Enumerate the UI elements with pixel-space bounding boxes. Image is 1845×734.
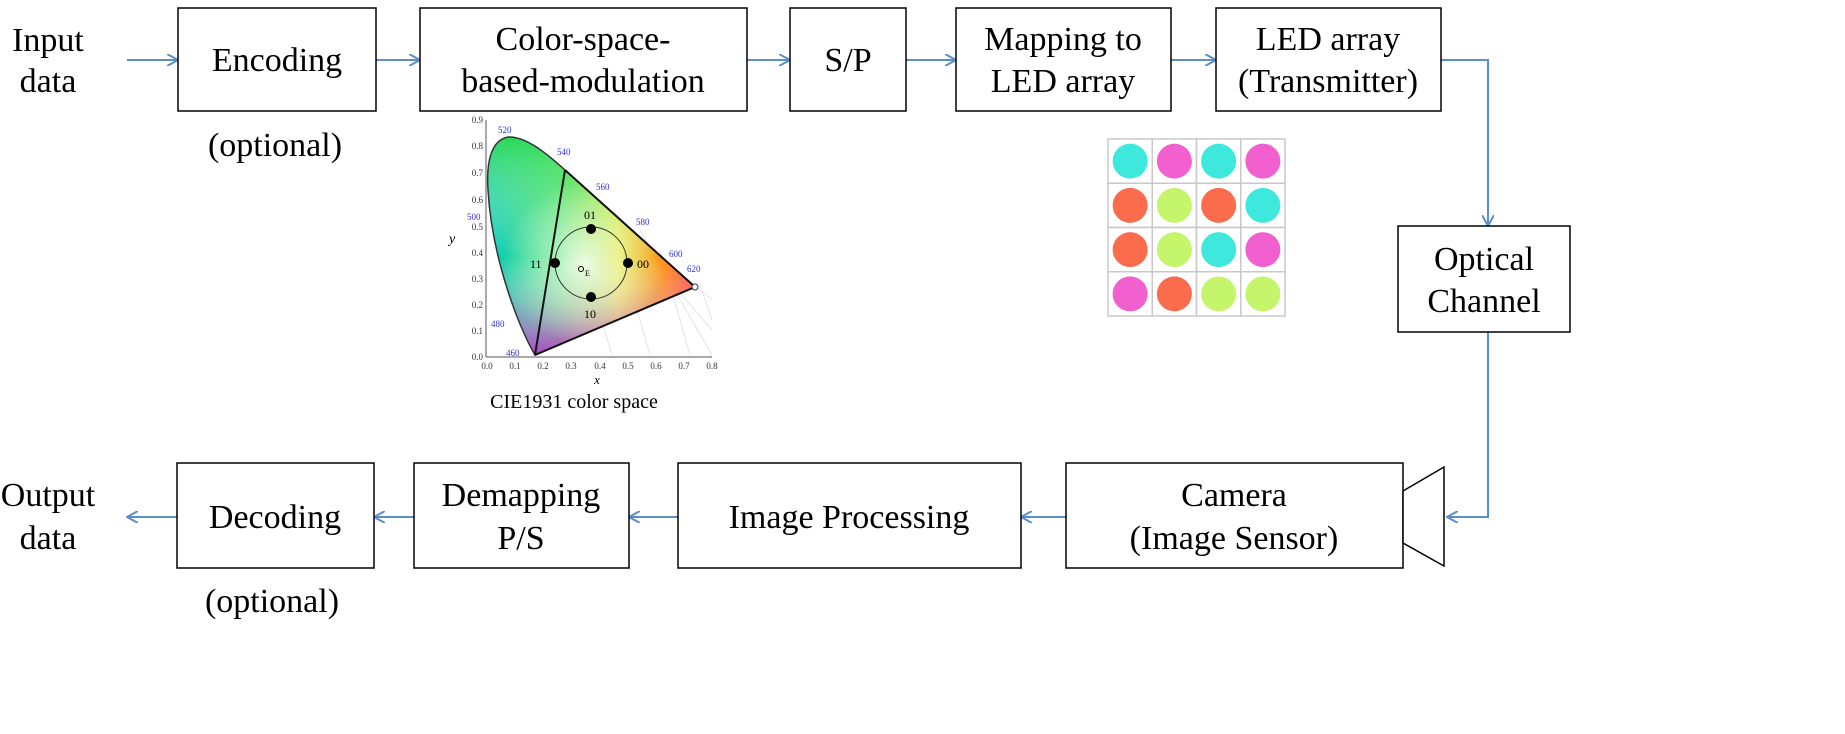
output-label-line2: data — [20, 520, 77, 557]
symbol-01: 01 — [584, 208, 596, 222]
y-tick-5: 0.5 — [472, 222, 484, 232]
cie-diagram: 0.0 0.1 0.2 0.3 0.4 0.5 0.6 0.7 0.8 0.9 … — [447, 115, 718, 413]
demap-box — [413, 462, 630, 569]
optional-top-label: (optional) — [208, 127, 342, 164]
led-lime — [1156, 187, 1192, 223]
input-label-line2: data — [20, 63, 77, 100]
led-orange — [1201, 187, 1237, 223]
y-tick-3: 0.3 — [472, 274, 484, 284]
x-tick-0: 0.0 — [481, 361, 493, 371]
wavelength-540: 540 — [557, 147, 571, 157]
cie-xlabel: x — [593, 372, 600, 387]
cie-ylabel: y — [447, 232, 456, 247]
camera-label-line2: (Image Sensor) — [1130, 520, 1339, 557]
output-label-line1: Output — [1, 477, 96, 514]
led-cyan — [1245, 187, 1281, 223]
wavelength-560: 560 — [596, 182, 610, 192]
y-tick-7: 0.7 — [472, 168, 484, 178]
sp-label: S/P — [824, 42, 871, 79]
encoding-label: Encoding — [212, 42, 342, 79]
led-magenta — [1245, 232, 1281, 268]
flow-arrows — [127, 60, 1488, 517]
camera-label-line1: Camera — [1181, 477, 1287, 514]
modulation-label-line2: based-modulation — [461, 63, 705, 100]
wavelength-520: 520 — [498, 125, 512, 135]
x-tick-3: 0.3 — [565, 361, 577, 371]
led-orange — [1112, 187, 1148, 223]
cie-y-ticks: 0.0 0.1 0.2 0.3 0.4 0.5 0.6 0.7 0.8 0.9 — [472, 115, 484, 362]
imgproc-label: Image Processing — [729, 499, 970, 536]
imgproc-box — [677, 462, 1022, 569]
led-cyan — [1201, 232, 1237, 268]
wavelength-480: 480 — [491, 319, 505, 329]
x-tick-6: 0.6 — [650, 361, 662, 371]
constellation-points — [550, 224, 633, 302]
y-tick-6: 0.6 — [472, 195, 484, 205]
optical-box — [1397, 225, 1571, 333]
symbol-11: 11 — [530, 257, 542, 271]
led-lime — [1245, 276, 1281, 312]
input-label-line1: Input — [12, 22, 84, 59]
symbol-00: 00 — [637, 257, 649, 271]
led-lime — [1156, 232, 1192, 268]
y-tick-8: 0.8 — [472, 141, 484, 151]
mapping-box — [955, 7, 1172, 112]
led-cyan — [1112, 143, 1148, 179]
sp-box — [789, 7, 907, 112]
y-tick-9: 0.9 — [472, 115, 484, 125]
x-tick-5: 0.5 — [622, 361, 634, 371]
cie-caption: CIE1931 color space — [490, 391, 658, 413]
led-lime — [1201, 276, 1237, 312]
led-magenta — [1245, 143, 1281, 179]
wavelength-500: 500 — [467, 212, 481, 222]
y-tick-4: 0.4 — [472, 248, 484, 258]
led-magenta — [1112, 276, 1148, 312]
led-label-line1: LED array — [1256, 21, 1400, 58]
x-tick-8: 0.8 — [706, 361, 718, 371]
led-magenta — [1156, 143, 1192, 179]
optional-bottom-label: (optional) — [205, 583, 339, 620]
optical-label-line1: Optical — [1434, 241, 1534, 278]
x-tick-2: 0.2 — [537, 361, 548, 371]
wavelength-580: 580 — [636, 217, 650, 227]
wavelength-600: 600 — [669, 249, 683, 259]
white-point-label: E — [585, 269, 590, 278]
led-label-line2: (Transmitter) — [1238, 63, 1418, 100]
arrow-optical-to-camera — [1447, 332, 1489, 517]
camera-box — [1065, 462, 1404, 569]
led-cyan — [1201, 143, 1237, 179]
x-tick-1: 0.1 — [509, 361, 520, 371]
modulation-box — [419, 7, 748, 112]
symbol-10: 10 — [584, 307, 596, 321]
mapping-label-line2: LED array — [991, 63, 1135, 100]
led-array-grid — [1107, 138, 1286, 317]
demap-label-line2: P/S — [497, 520, 544, 557]
arrow-led-to-optical — [1441, 59, 1488, 226]
decoding-label: Decoding — [209, 499, 341, 536]
led-box — [1215, 7, 1442, 112]
decoding-box — [176, 462, 375, 569]
y-tick-1: 0.1 — [472, 326, 483, 336]
x-tick-7: 0.7 — [678, 361, 690, 371]
cie-symbol-labels: 01 11 00 10 E — [530, 208, 649, 321]
y-tick-2: 0.2 — [472, 300, 483, 310]
optical-label-line2: Channel — [1427, 283, 1540, 320]
cie-x-ticks: 0.0 0.1 0.2 0.3 0.4 0.5 0.6 0.7 0.8 — [481, 361, 718, 371]
modulation-label-line1: Color-space- — [496, 21, 671, 58]
led-orange — [1112, 232, 1148, 268]
x-tick-4: 0.4 — [594, 361, 606, 371]
mapping-label-line1: Mapping to — [984, 21, 1142, 58]
demap-label-line1: Demapping — [442, 477, 601, 514]
camera-lens-icon — [1402, 465, 1445, 568]
encoding-box — [177, 7, 377, 112]
y-tick-0: 0.0 — [472, 352, 484, 362]
led-orange — [1156, 276, 1192, 312]
cie-wavelengths: 520 540 560 580 600 620 500 480 460 — [467, 125, 701, 358]
wavelength-460: 460 — [506, 348, 520, 358]
wavelength-620: 620 — [687, 264, 701, 274]
